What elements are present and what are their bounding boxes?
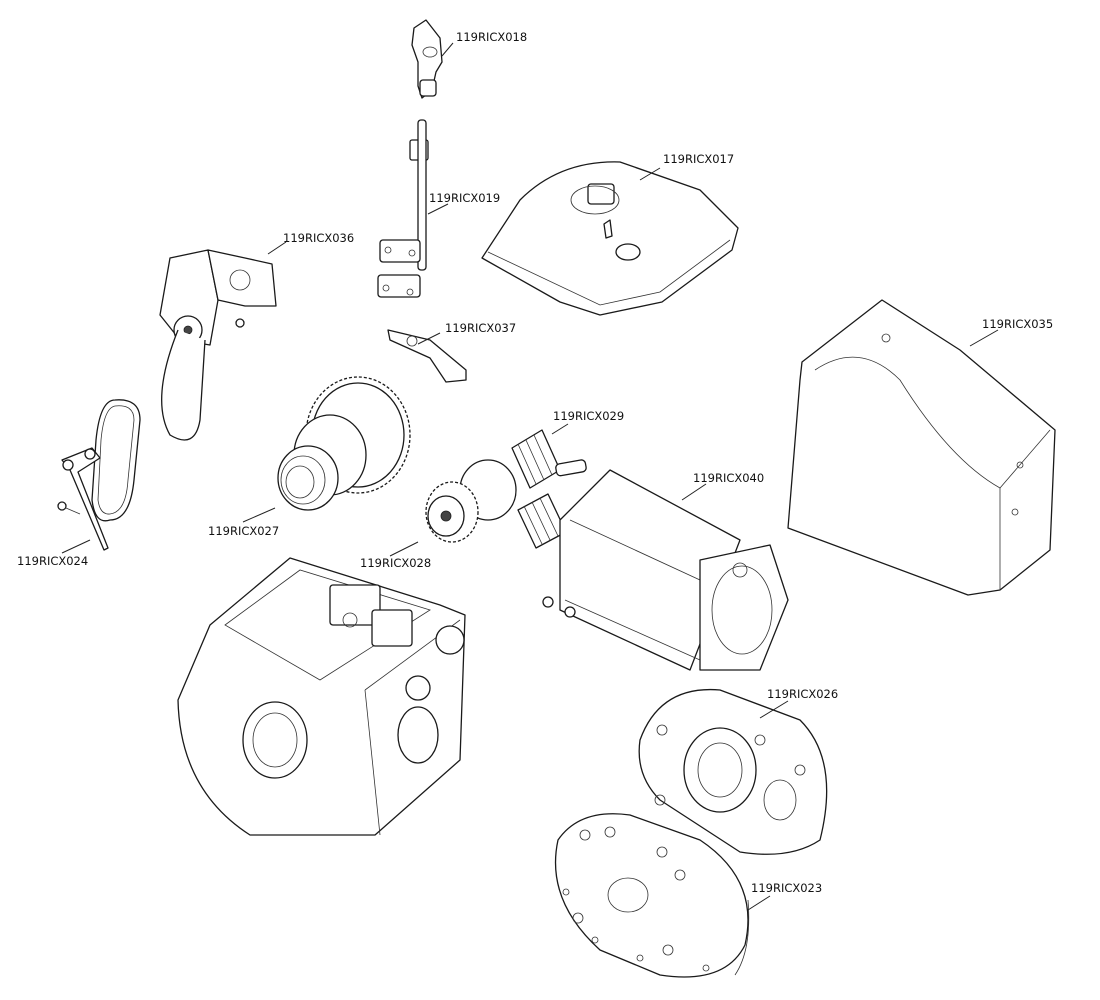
part-119ricx024-belt-lever (57, 399, 141, 551)
part-label-119ricx024[interactable]: 119RICX024 (17, 554, 88, 568)
part-119ricx040-electric-motor (542, 469, 789, 671)
leader-line-023 (747, 895, 771, 911)
part-119ricx026-motor-flange (638, 688, 828, 855)
part-label-119ricx035[interactable]: 119RICX035 (982, 317, 1053, 331)
leader-line-036 (267, 241, 287, 255)
part-119ricx017-top-cover (481, 161, 739, 316)
part-label-119ricx019[interactable]: 119RICX019 (429, 191, 500, 205)
part-119ricx023-end-plate (554, 813, 750, 978)
part-119ricx037-lever (387, 329, 467, 383)
part-label-119ricx040[interactable]: 119RICX040 (693, 471, 764, 485)
leader-line-037 (417, 332, 441, 345)
part-label-119ricx028[interactable]: 119RICX028 (360, 556, 431, 570)
leader-line-029 (551, 423, 569, 435)
leader-line-028 (389, 541, 419, 557)
part-119ricx035-rear-cover (787, 299, 1056, 596)
leader-line-026 (759, 700, 789, 719)
leader-line-027 (242, 507, 276, 523)
leader-line-035 (969, 329, 999, 347)
part-label-119ricx018[interactable]: 119RICX018 (456, 30, 527, 44)
part-gearbox-housing (177, 557, 466, 836)
part-label-119ricx037[interactable]: 119RICX037 (445, 321, 516, 335)
part-119ricx018-release-knob (411, 19, 443, 99)
leader-line-017 (639, 167, 661, 181)
leader-lines (61, 42, 999, 911)
part-label-119ricx029[interactable]: 119RICX029 (553, 409, 624, 423)
part-label-119ricx023[interactable]: 119RICX023 (751, 881, 822, 895)
part-119ricx028-pinion-gears (425, 459, 517, 543)
part-119ricx027-output-gear (277, 376, 411, 511)
leader-line-040 (681, 483, 707, 501)
leader-line-018 (441, 42, 454, 57)
part-119ricx019-shaft-assembly (377, 119, 429, 298)
part-label-119ricx017[interactable]: 119RICX017 (663, 152, 734, 166)
leader-line-024 (61, 539, 91, 554)
part-label-119ricx027[interactable]: 119RICX027 (208, 524, 279, 538)
part-label-119ricx036[interactable]: 119RICX036 (283, 231, 354, 245)
part-119ricx029-worm-shafts (511, 429, 587, 549)
part-label-119ricx026[interactable]: 119RICX026 (767, 687, 838, 701)
part-119ricx036-limit-gearbox (159, 249, 277, 441)
leader-line-019 (427, 203, 449, 215)
